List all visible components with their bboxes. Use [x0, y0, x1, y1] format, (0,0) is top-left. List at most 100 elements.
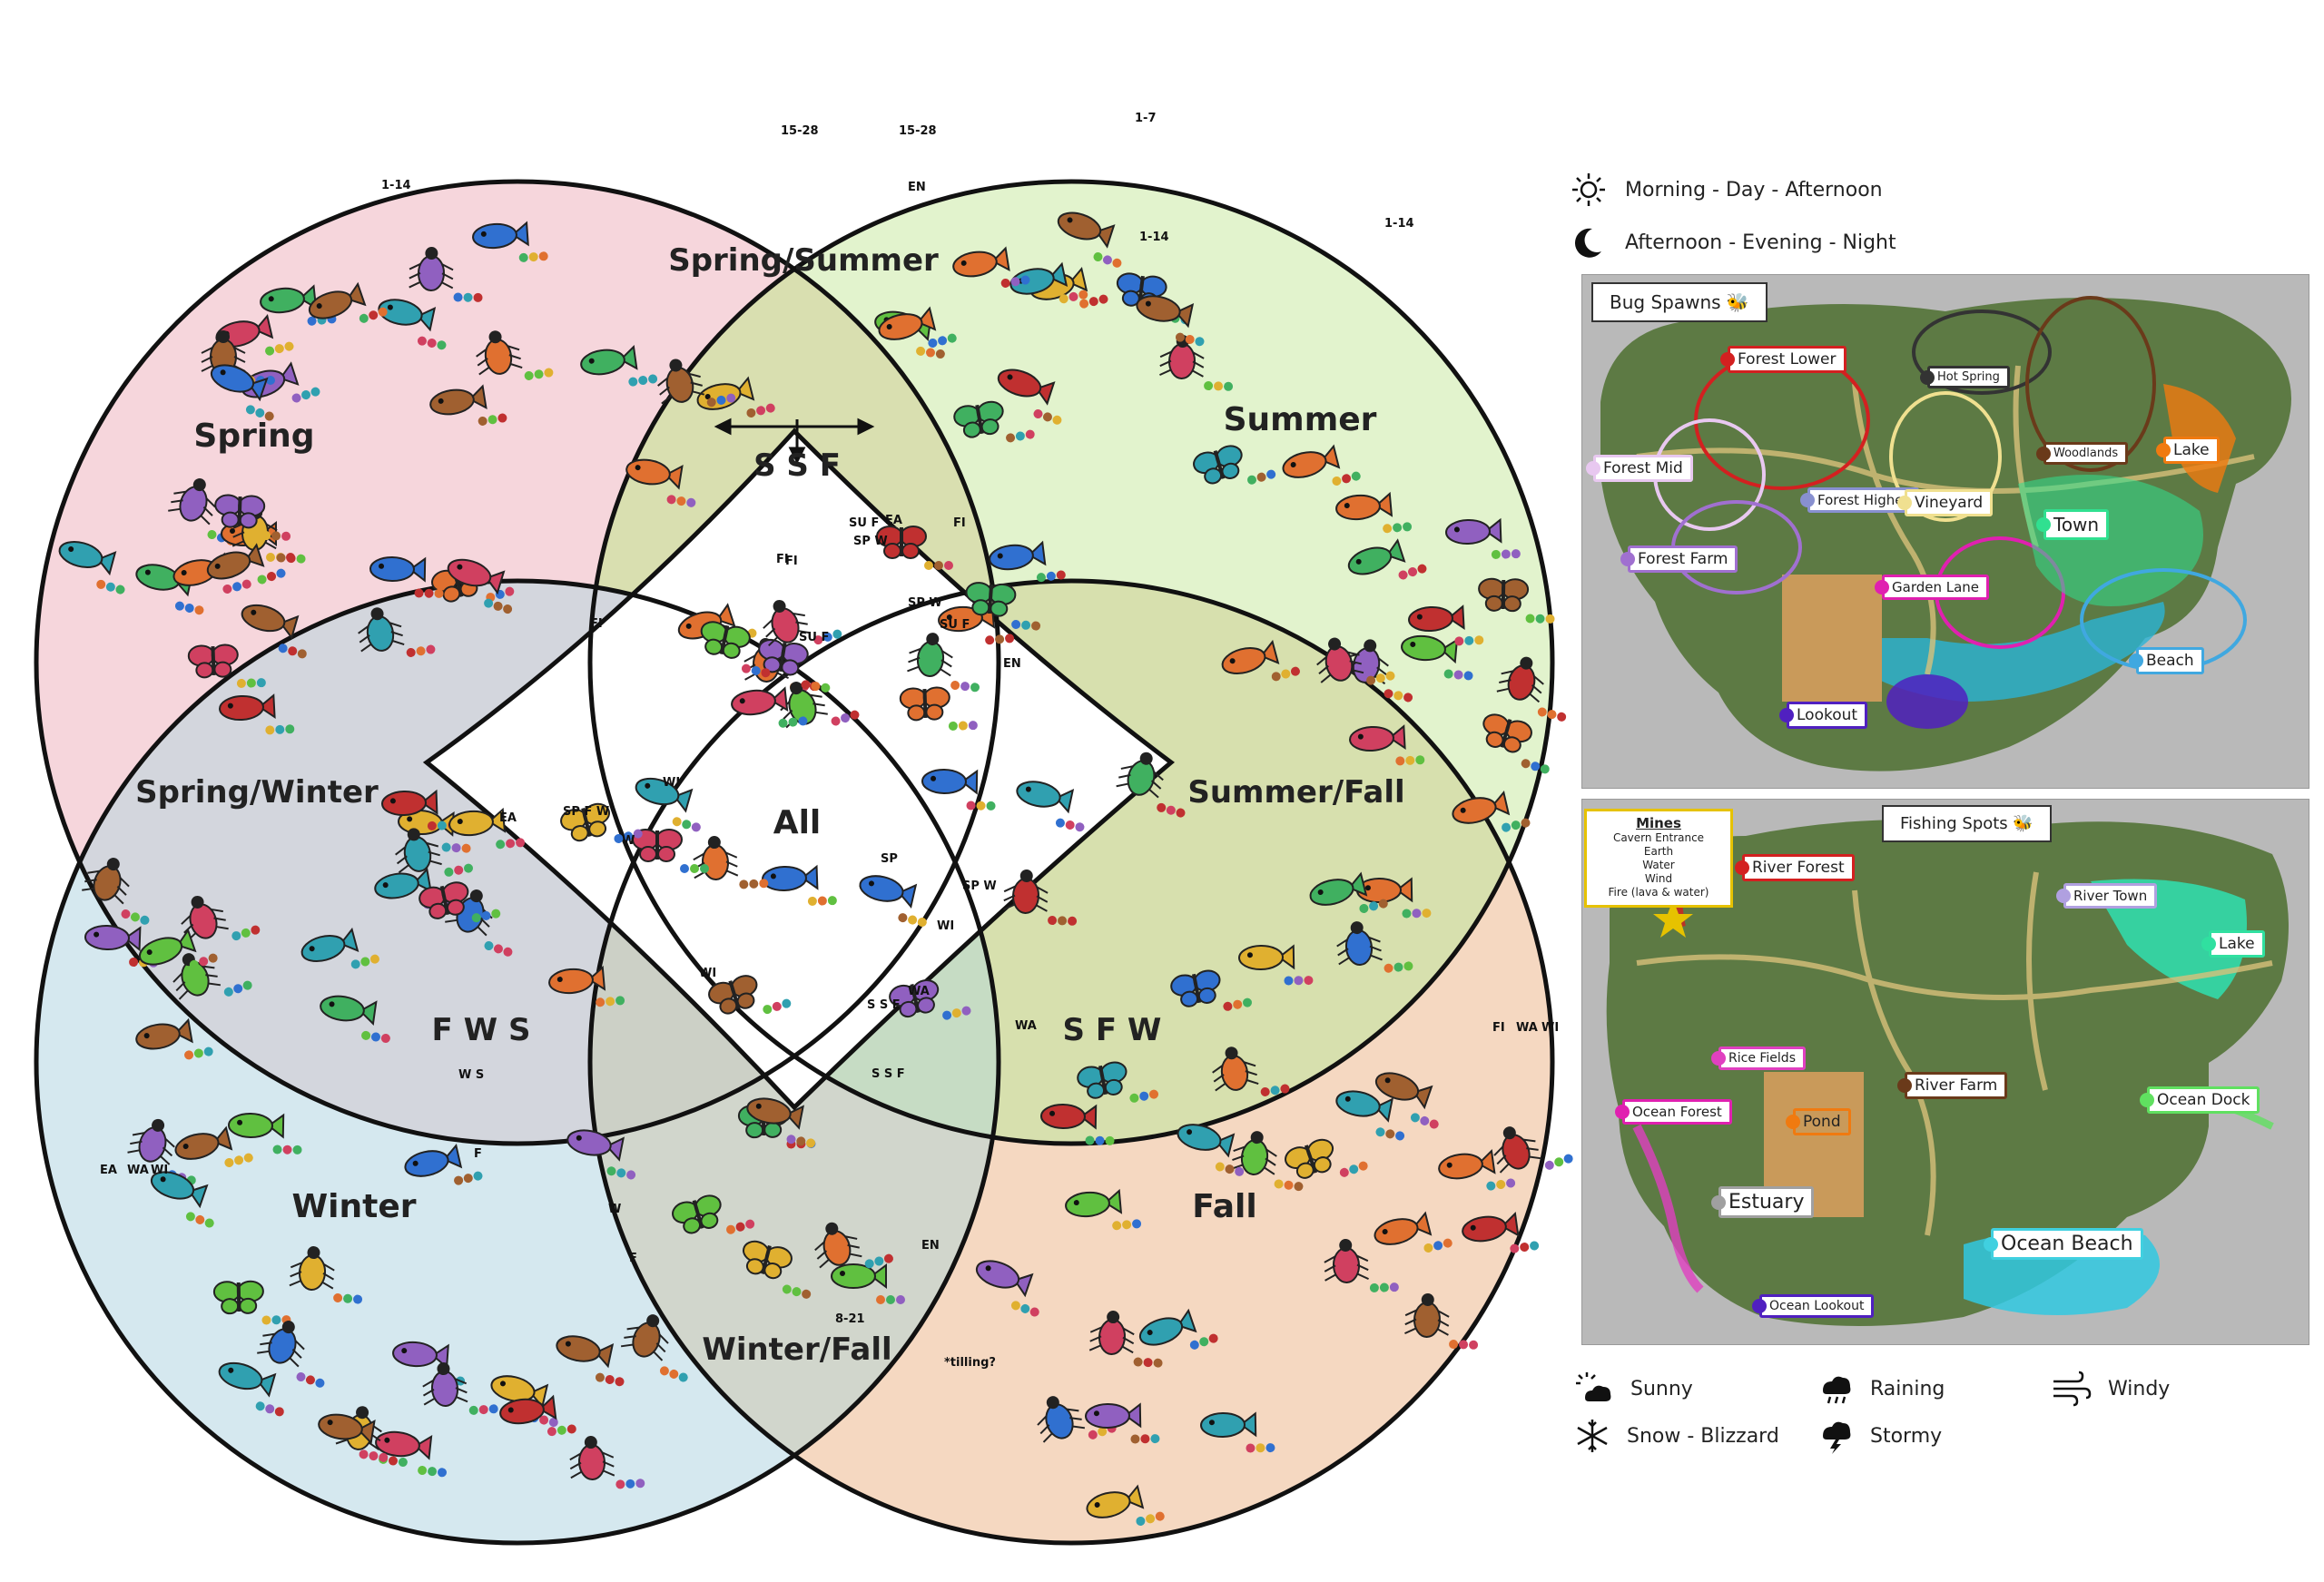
fish-icon — [938, 603, 1015, 645]
butterfly-icon — [1193, 445, 1276, 485]
fish-icon — [378, 299, 447, 350]
location-dots — [680, 864, 709, 873]
butterfly-icon — [708, 975, 792, 1015]
location-dots — [471, 909, 501, 923]
location-dots — [1157, 802, 1186, 818]
location-dots — [801, 680, 831, 693]
fish-icon — [746, 1097, 816, 1148]
location-dots — [1036, 570, 1066, 583]
location-color-dot — [2036, 517, 2051, 532]
fish-location-pond: Pond — [1793, 1108, 1851, 1135]
location-dots — [1223, 997, 1253, 1011]
fish-icon — [1356, 877, 1432, 919]
fish-icon — [921, 768, 996, 811]
fish-icon — [218, 1361, 284, 1417]
fish-icon — [975, 1260, 1039, 1317]
location-dots — [359, 307, 388, 323]
label-fall: Fall — [1192, 1188, 1256, 1225]
location-dots — [1055, 818, 1085, 832]
bug-location-forest-mid: Forest Mid — [1593, 455, 1693, 482]
location-dots — [224, 1153, 253, 1167]
fish-icon — [1335, 491, 1413, 534]
region-small-tag: SP W — [962, 879, 997, 893]
location-dots — [1274, 1179, 1304, 1192]
location-dots — [942, 1006, 971, 1020]
bug-map-title-text: Bug Spawns — [1610, 291, 1721, 313]
region-small-tag: EA — [100, 1164, 117, 1177]
region-small-tag: F — [474, 1147, 482, 1161]
location-dots — [1521, 759, 1550, 774]
label-winter: Winter — [291, 1188, 416, 1225]
region-small-tag: EA — [885, 514, 902, 527]
region-small-tag: SP W — [908, 596, 942, 610]
legend-raining-label: Raining — [1870, 1377, 1945, 1400]
location-color-dot — [1897, 1078, 1912, 1093]
location-dots — [174, 601, 204, 615]
legend-stormy-label: Stormy — [1870, 1424, 1943, 1448]
bug-icon — [569, 1436, 645, 1489]
location-dots — [1395, 755, 1425, 766]
location-dots — [813, 629, 842, 645]
bug-icon — [1404, 1293, 1479, 1350]
location-dots — [121, 909, 150, 925]
region-small-tag: FI — [1492, 1021, 1505, 1035]
location-dots — [296, 1371, 325, 1388]
bug-icon — [693, 836, 769, 889]
location-dots — [1410, 1113, 1439, 1129]
location-dots — [1271, 666, 1300, 682]
label-spring-winter: Spring/Winter — [135, 774, 379, 811]
location-dots — [1079, 294, 1108, 309]
location-dots — [272, 1145, 302, 1155]
location-dots — [985, 634, 1015, 645]
fish-icon — [1009, 261, 1088, 304]
weather-legend: Sunny Raining Windy Snow - Blizzard — [1571, 1361, 2297, 1461]
fish-icon — [1221, 639, 1300, 682]
location-color-dot — [1720, 352, 1735, 367]
location-dots — [478, 413, 507, 426]
location-dots — [333, 1293, 363, 1304]
location-dots — [418, 1465, 447, 1478]
butterfly-icon — [758, 638, 831, 693]
region-small-tag: W — [622, 834, 635, 848]
region-small-tag: 8-21 — [835, 1312, 865, 1326]
bug-location-forest-lower: Forest Lower — [1728, 346, 1846, 373]
circle-outline-spring — [34, 179, 1001, 1146]
bug-icon — [168, 478, 236, 545]
bug-icon — [1493, 1126, 1573, 1174]
butterfly-icon — [214, 494, 291, 541]
bug-location-town: Town — [2043, 509, 2110, 540]
location-dots — [782, 1284, 812, 1299]
region-small-tag: 15-28 — [781, 124, 819, 138]
location-dots — [417, 336, 447, 350]
mines-line: Water — [1642, 859, 1675, 871]
fish-icon — [1085, 1402, 1160, 1444]
location-color-dot — [1984, 1236, 1998, 1252]
region-small-tag: 1-14 — [381, 179, 411, 192]
region-small-tag: SP W — [853, 535, 888, 548]
fish-icon — [150, 1171, 214, 1228]
region-small-tag: W — [608, 1203, 621, 1216]
location-dots — [1332, 471, 1361, 486]
fish-icon — [228, 1112, 302, 1155]
bug-icon — [1212, 1046, 1290, 1096]
region-small-tag: WA — [1516, 1021, 1538, 1035]
location-dots — [1366, 671, 1395, 685]
fish-icon — [174, 1125, 253, 1167]
location-dots — [876, 1295, 905, 1304]
location-dots — [763, 998, 792, 1015]
fish-location-estuary: Estuary — [1718, 1186, 1815, 1218]
location-dots — [726, 1219, 755, 1234]
region-small-tag: FI — [590, 617, 603, 631]
fish-icon — [548, 965, 625, 1007]
location-dots — [265, 724, 295, 735]
legend-night-label: Afternoon - Evening - Night — [1625, 231, 1896, 254]
location-dots — [1383, 522, 1413, 534]
legend-sunny-label: Sunny — [1630, 1377, 1693, 1400]
label-summer-fall: Summer/Fall — [1187, 774, 1404, 811]
all-outline — [422, 427, 1176, 1111]
fish-icon — [1238, 944, 1314, 986]
location-dots — [1033, 408, 1062, 425]
fish-map-title-text: Fishing Spots — [1900, 814, 2008, 833]
location-color-dot — [1735, 860, 1749, 875]
legend-stormy: Stormy — [1817, 1418, 1942, 1454]
